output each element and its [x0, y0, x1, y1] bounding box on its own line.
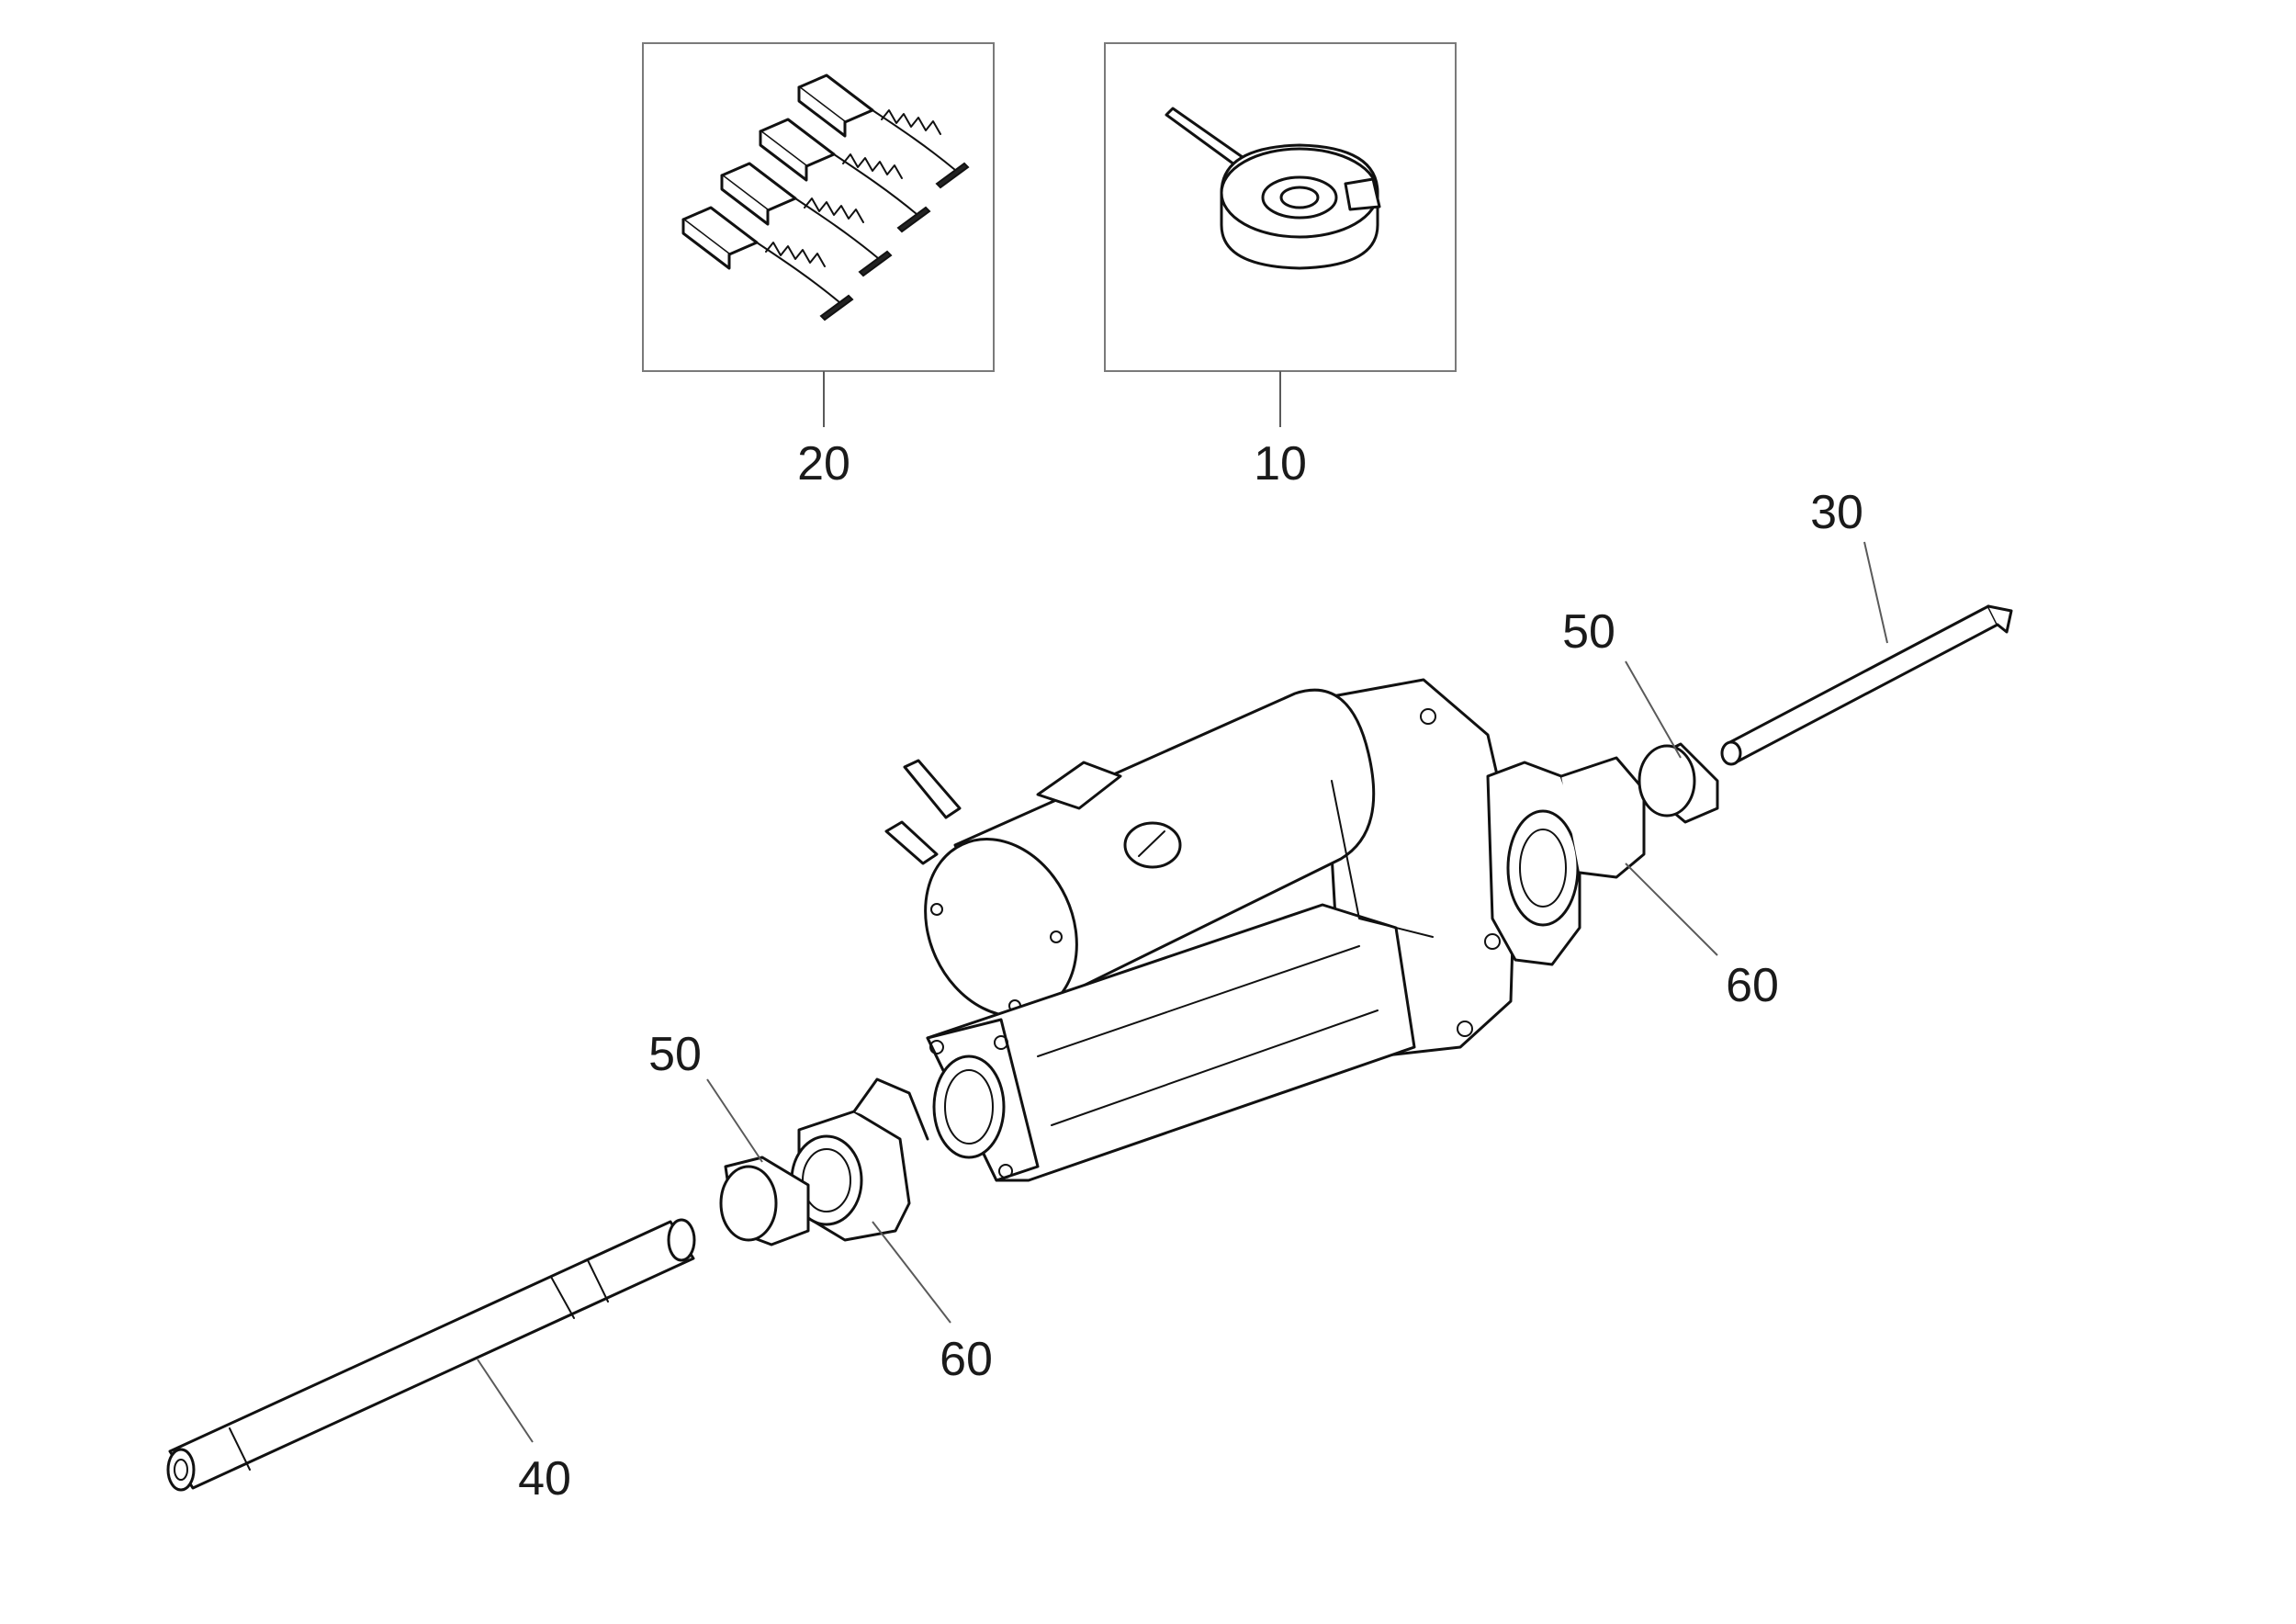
- left-bushing: [719, 1156, 810, 1246]
- left-flange-bearing: [790, 1077, 929, 1242]
- callout-20: 20: [797, 437, 850, 491]
- callout-40: 40: [518, 1452, 571, 1506]
- callout-10: 10: [1254, 437, 1307, 491]
- inset-brushes-box: 20: [642, 42, 995, 491]
- callout-50-left: 50: [648, 1028, 702, 1081]
- left-output-shaft: [166, 1218, 696, 1492]
- motor-gearbox-assembly: [884, 678, 1517, 1182]
- inset-lever-box: 10: [1104, 42, 1457, 491]
- callout-60-right: 60: [1726, 959, 1779, 1012]
- right-output-shaft: [1720, 604, 2013, 766]
- right-flange-bearing: [1486, 756, 1646, 966]
- right-bushing: [1638, 742, 1719, 824]
- callout-50-right: 50: [1562, 605, 1615, 659]
- callout-30: 30: [1810, 486, 1863, 539]
- carbon-brush-set: [681, 73, 970, 321]
- callout-60-left: 60: [940, 1333, 993, 1386]
- lever-switch-part: [1165, 107, 1381, 270]
